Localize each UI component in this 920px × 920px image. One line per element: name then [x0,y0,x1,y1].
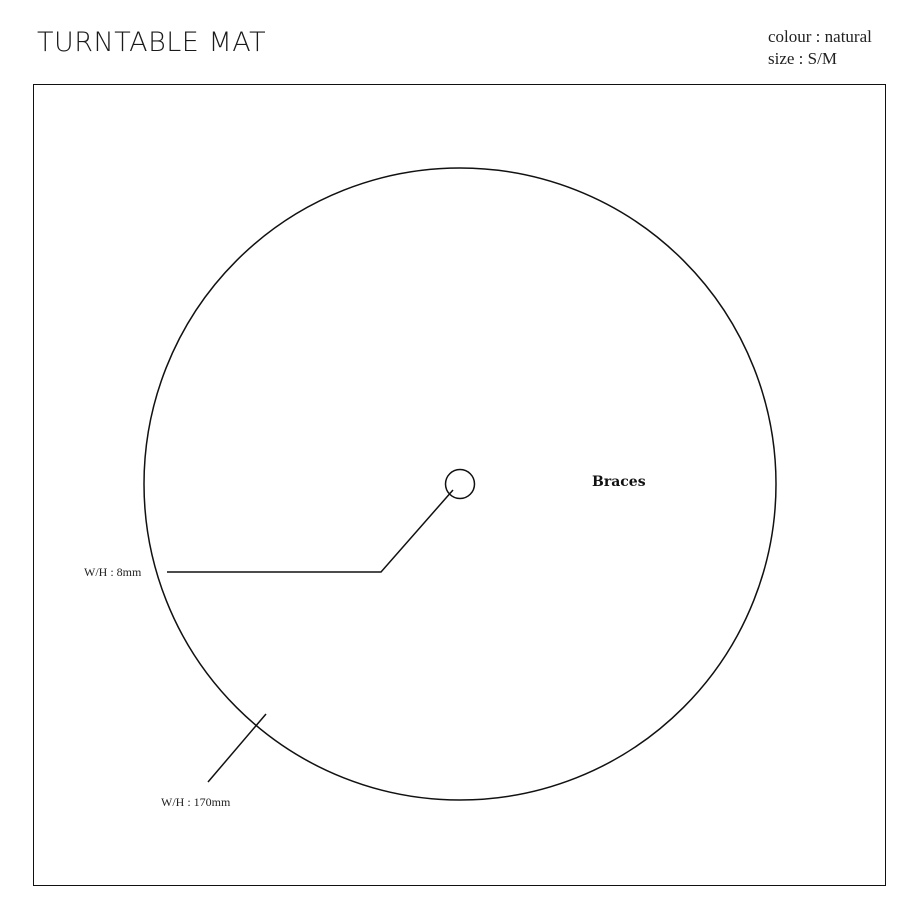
center-hole [444,468,476,500]
drawing-frame [33,84,886,886]
mat-dimension-label: W/H : 170mm [161,795,231,809]
size-spec: size : S/M [768,49,837,68]
center-hole-leader-line [167,489,454,573]
center-hole-dimension-label: W/H : 8mm [84,565,142,579]
spec-list: colour : natural size : S/M [768,26,872,70]
mat-outline [143,167,777,801]
mat-leader-line [207,713,267,783]
page-title: TURNTABLE MAT [37,27,267,58]
brand-logo-text: Braces [592,474,646,490]
colour-spec: colour : natural [768,27,872,46]
